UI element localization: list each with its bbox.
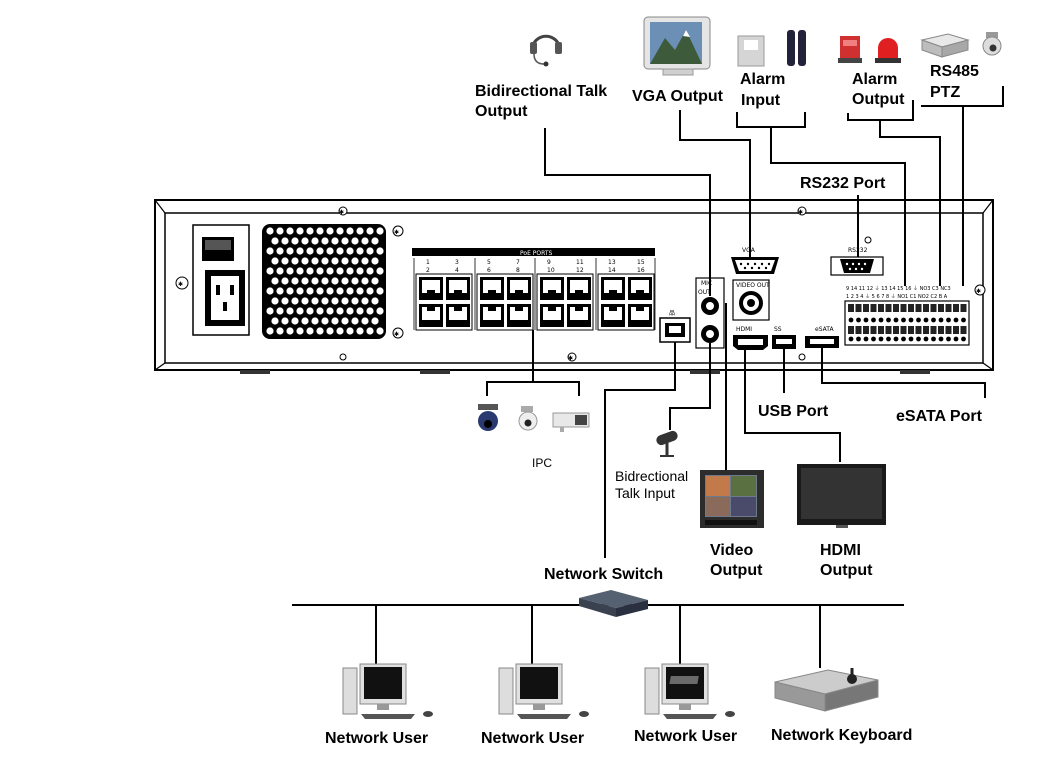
usb-port[interactable]: SS <box>772 326 796 349</box>
poe-title-bar <box>412 248 655 256</box>
ptz-dome-icon <box>982 32 1002 56</box>
mic-block: MIC OUT <box>695 277 725 349</box>
svg-text:✱: ✱ <box>976 288 981 295</box>
svg-text:✱: ✱ <box>568 355 573 362</box>
network-switch-label: Network Switch <box>544 566 663 583</box>
svg-text:✱: ✱ <box>798 209 803 216</box>
talk-output-label-line2: Output <box>475 103 528 120</box>
poe-port-number: 10 <box>547 267 555 274</box>
bullet-camera-icon <box>552 412 590 432</box>
computer-icon <box>342 663 433 719</box>
network-keyboard-icon <box>669 668 879 712</box>
alarm-output-label-line2: Output <box>852 91 905 108</box>
dome-camera-icon <box>478 404 498 431</box>
video-output-label-line2: Output <box>710 562 763 579</box>
network-keyboard-label: Network Keyboard <box>771 727 912 744</box>
talk-input-label-line1: Bidrectional <box>615 468 688 484</box>
poe-port-number: 11 <box>576 259 584 266</box>
usb-port-label: USB Port <box>758 403 829 420</box>
poe-port-number: 16 <box>637 267 645 274</box>
siren-icon <box>838 36 862 63</box>
poe-port-number: 3 <box>455 259 459 266</box>
network-user-label-2: Network User <box>481 730 584 747</box>
alarm-input-label-line2: Input <box>741 92 781 109</box>
alarm-terminal-bottom-label: 1 2 3 4 ⏚ 5 6 7 8 ⏚ NO1 C1 NO2 C2 B A <box>846 293 948 300</box>
fan-grille <box>262 224 386 339</box>
network-user-label-3: Network User <box>634 728 737 745</box>
mic-out-label: OUT <box>698 289 711 296</box>
rs485-box-icon <box>920 33 970 58</box>
network-icon: 品 <box>669 310 675 317</box>
alarm-light-icon <box>875 38 901 63</box>
alarm-input-label-line1: Alarm <box>740 71 785 88</box>
vga-port[interactable]: VGA <box>731 247 779 274</box>
rs485-label-line2: PTZ <box>930 84 960 101</box>
power-section <box>192 224 250 336</box>
alarm-terminal-top-label: 9 14 11 12 ⏚ 13 14 15 16 ⏚ NO3 C3 NC3 <box>846 285 951 292</box>
esata-port[interactable]: eSATA <box>805 326 839 348</box>
poe-port-number: 5 <box>487 259 491 266</box>
rs485-label-line1: RS485 <box>930 63 979 80</box>
poe-port-number: 8 <box>516 267 520 274</box>
alarm-output-label-line1: Alarm <box>852 71 897 88</box>
headset-icon <box>530 34 562 67</box>
poe-title: PoE PORTS <box>520 250 553 257</box>
hdmi-port[interactable]: HDMI <box>733 326 768 350</box>
poe-port-number: 12 <box>576 267 584 274</box>
beam-detector-icon <box>787 30 806 66</box>
network-switch-icon <box>579 590 648 617</box>
svg-text:✱: ✱ <box>178 281 183 288</box>
video-output-label-line1: Video <box>710 542 754 559</box>
poe-port-number: 4 <box>455 267 459 274</box>
microphone-icon <box>656 430 678 457</box>
poe-port-number: 6 <box>487 267 491 274</box>
alarm-terminal-block: 9 14 11 12 ⏚ 13 14 15 16 ⏚ NO3 C3 NC3 1 … <box>844 285 970 346</box>
tv-icon <box>700 470 764 528</box>
svg-text:✱: ✱ <box>394 331 399 338</box>
hdmi-label: HDMI <box>736 326 752 333</box>
diagram-labels: Bidirectional Talk Output VGA Output Ala… <box>325 63 983 747</box>
mic-label: MIC <box>701 280 712 287</box>
network-user-label-1: Network User <box>325 730 428 747</box>
computer-icon <box>498 663 589 719</box>
usb-label: SS <box>774 326 782 333</box>
talk-input-label-line2: Talk Input <box>615 485 675 501</box>
svg-text:✱: ✱ <box>394 229 399 236</box>
poe-port-number: 13 <box>608 259 616 266</box>
vga-output-label: VGA Output <box>632 88 724 105</box>
hdmi-output-label-line1: HDMI <box>820 542 861 559</box>
talk-output-label-line1: Bidirectional Talk <box>475 83 607 100</box>
esata-port-label: eSATA Port <box>896 408 983 425</box>
hdmi-monitor-icon <box>797 464 886 528</box>
ipc-label: IPC <box>532 456 552 470</box>
poe-port-number: 1 <box>426 259 430 266</box>
hdmi-output-label-line2: Output <box>820 562 873 579</box>
svg-text:✱: ✱ <box>339 209 344 216</box>
poe-port-number: 14 <box>608 267 616 274</box>
computer-icon <box>644 663 735 719</box>
rs232-port-label: RS232 Port <box>800 175 886 192</box>
speed-dome-icon <box>518 406 538 431</box>
alarm-sensor-icon <box>737 35 765 67</box>
video-out-label: VIDEO OUT <box>736 282 770 289</box>
rs232-port[interactable]: RS232 <box>830 247 884 276</box>
esata-label: eSATA <box>815 326 834 333</box>
poe-port-number: 2 <box>426 267 430 274</box>
poe-port-number: 9 <box>547 259 551 266</box>
vga-label: VGA <box>742 247 756 254</box>
video-out-port[interactable]: VIDEO OUT <box>732 279 770 321</box>
poe-port-number: 15 <box>637 259 645 266</box>
vga-monitor-icon <box>643 16 711 76</box>
poe-port-number: 7 <box>516 259 520 266</box>
